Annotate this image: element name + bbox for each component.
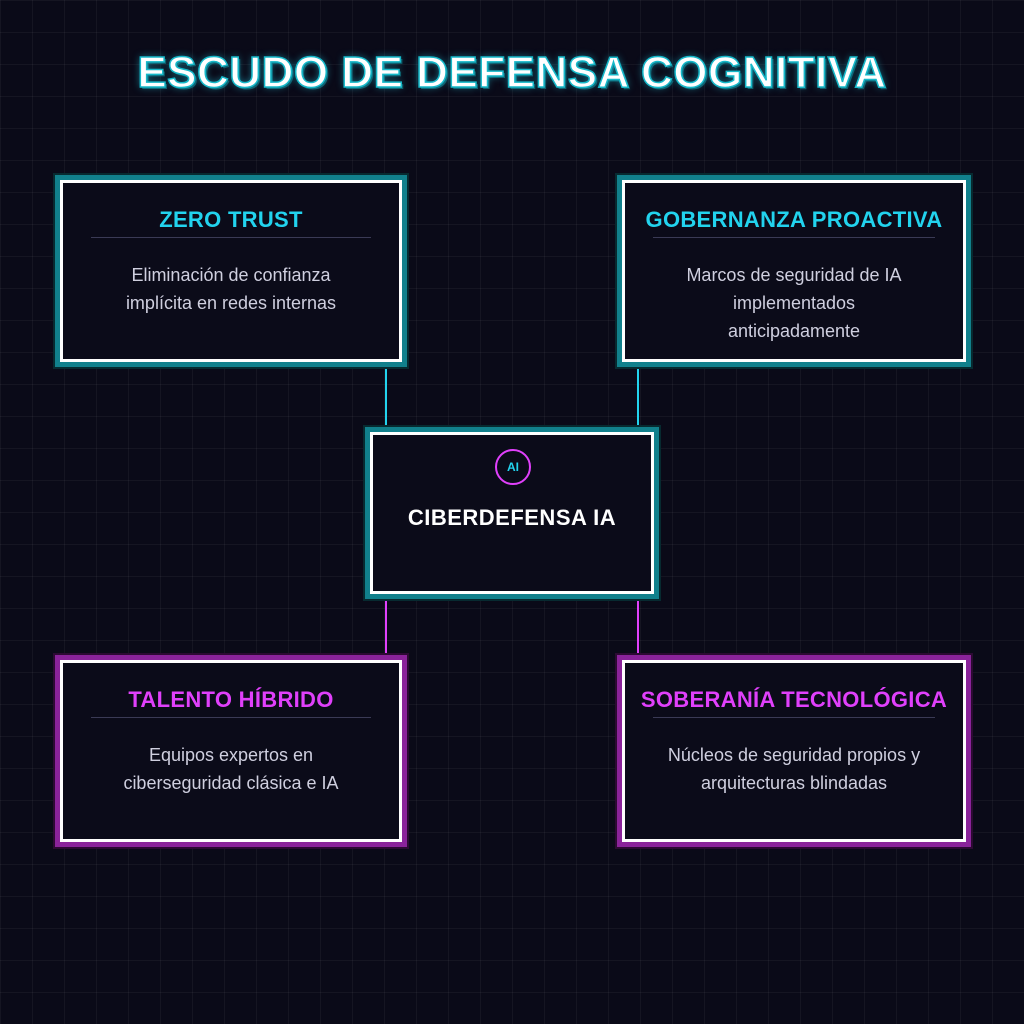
node-divider — [653, 717, 935, 718]
node-gobernanza-proactiva: GOBERNANZA PROACTIVA Marcos de seguridad… — [622, 180, 966, 362]
node-zero-trust: ZERO TRUST Eliminación de confianza impl… — [60, 180, 402, 362]
node-title: TALENTO HÍBRIDO — [128, 687, 334, 712]
node-description: Núcleos de seguridad propios y arquitect… — [667, 745, 921, 793]
node-divider — [653, 237, 935, 238]
center-node-ciberdefensa: AI CIBERDEFENSA IA — [370, 432, 654, 594]
diagram-title: ESCUDO DE DEFENSA COGNITIVA — [137, 47, 887, 98]
center-title: CIBERDEFENSA IA — [407, 505, 617, 530]
node-talento-hibrido: TALENTO HÍBRIDO Equipos expertos en cibe… — [60, 660, 402, 842]
node-title: ZERO TRUST — [159, 207, 303, 232]
node-divider — [91, 237, 371, 238]
ai-badge-icon: AI — [495, 449, 531, 485]
node-description: Eliminación de confianza implícita en re… — [125, 265, 337, 313]
node-description: Equipos expertos en ciberseguridad clási… — [123, 745, 339, 793]
node-divider — [91, 717, 371, 718]
node-description: Marcos de seguridad de IA implementados … — [686, 265, 902, 341]
node-soberania-tecnologica: SOBERANÍA TECNOLÓGICA Núcleos de segurid… — [622, 660, 966, 842]
node-title: GOBERNANZA PROACTIVA — [645, 207, 943, 232]
node-title: SOBERANÍA TECNOLÓGICA — [640, 687, 948, 712]
